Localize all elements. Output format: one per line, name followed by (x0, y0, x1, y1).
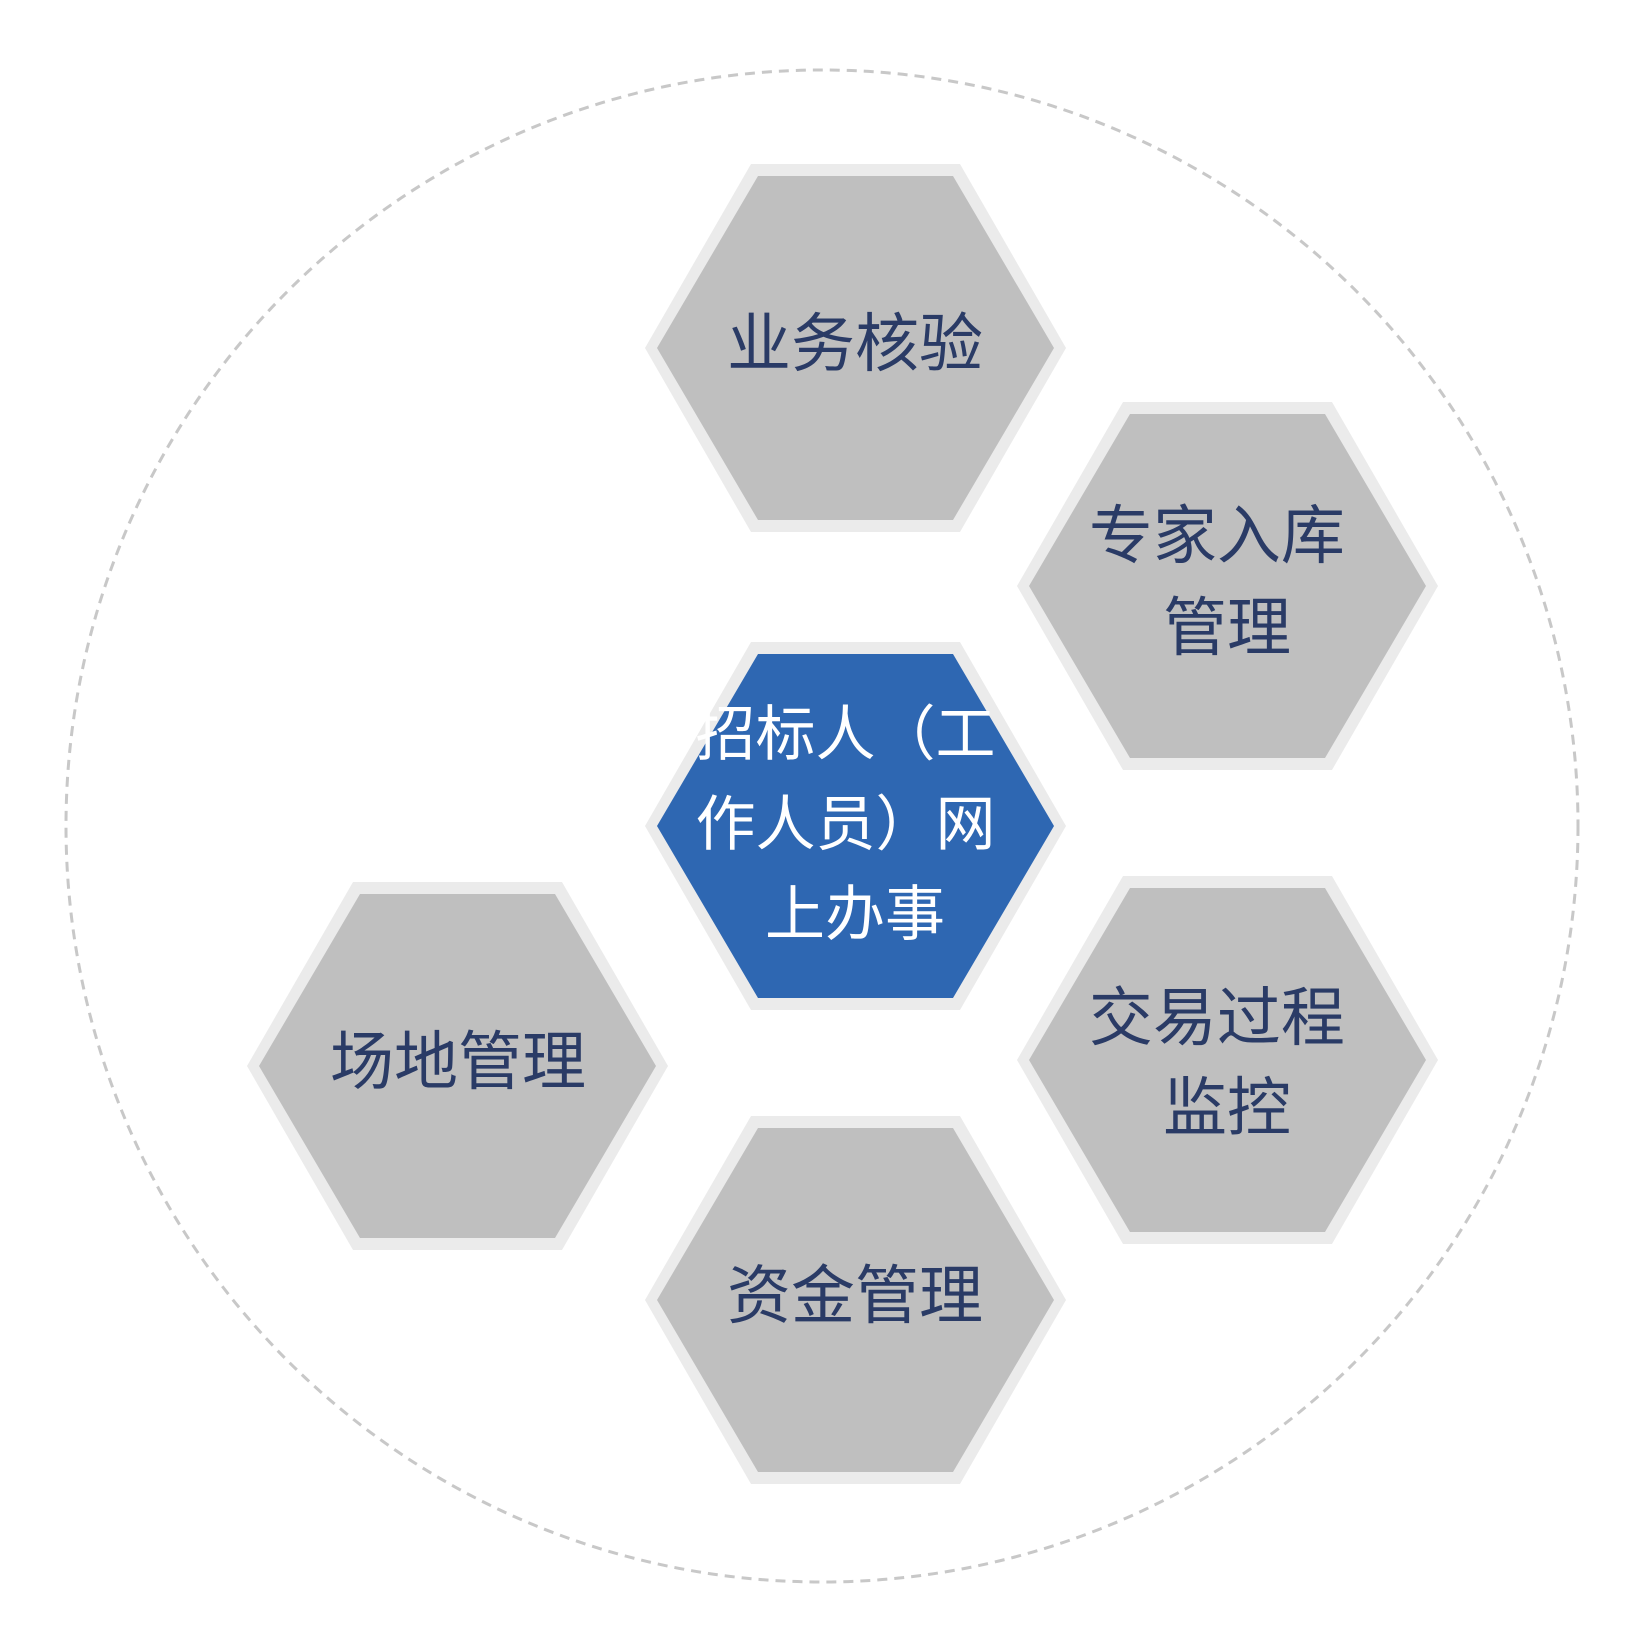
center-label-line: 招标人（工 (695, 700, 995, 770)
module-bottom-hexagon: 资金管理 (645, 1116, 1066, 1484)
module-label: 专家入库 管理 (1089, 500, 1365, 666)
hex-fill (1029, 414, 1426, 758)
module-left-hexagon: 场地管理 (247, 882, 668, 1250)
module-label: 资金管理 (727, 1260, 983, 1334)
module-label-line: 管理 (1163, 592, 1291, 666)
hex-fill (259, 894, 656, 1238)
module-label-line: 场地管理 (330, 1026, 586, 1100)
module-label-line: 资金管理 (727, 1260, 983, 1334)
module-label-line: 交易过程 (1089, 982, 1345, 1056)
module-top-hexagon: 业务核验 (645, 164, 1066, 532)
module-label-line: 专家入库 (1089, 500, 1345, 574)
center-label: 招标人（工 作人员）网 上办事 (695, 700, 1014, 950)
center-label-line: 作人员）网 (695, 790, 995, 860)
center-hexagon: 招标人（工 作人员）网 上办事 (645, 642, 1066, 1010)
outer-dashed-circle (64, 68, 1580, 1584)
hex-fill (657, 654, 1054, 998)
module-label: 场地管理 (330, 1026, 586, 1100)
module-label-line: 监控 (1163, 1072, 1291, 1146)
hex-fill (657, 1128, 1054, 1472)
center-label-line: 上办事 (765, 880, 945, 950)
module-label: 交易过程 监控 (1089, 982, 1365, 1146)
module-label: 业务核验 (727, 308, 983, 382)
hex-fill (1029, 888, 1426, 1232)
hex-fill (657, 176, 1054, 520)
module-upper-right-hexagon: 专家入库 管理 (1017, 402, 1438, 770)
module-label-line: 业务核验 (727, 308, 983, 382)
module-lower-right-hexagon: 交易过程 监控 (1017, 876, 1438, 1244)
